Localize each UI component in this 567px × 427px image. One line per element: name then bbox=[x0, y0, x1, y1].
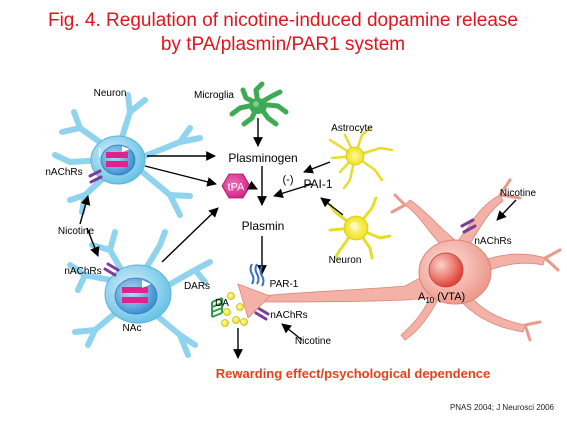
arrow-nicotine-nachrs-upper bbox=[79, 195, 91, 225]
label-nicotine-left: Nicotine bbox=[58, 226, 95, 237]
label-dars: DARs bbox=[184, 281, 210, 292]
label-inhibition: (-) bbox=[283, 174, 294, 186]
label-nac: NAc bbox=[123, 323, 142, 334]
arrows bbox=[79, 118, 517, 359]
label-pai1: PAI-1 bbox=[303, 177, 332, 191]
label-nachrs-terminal: nAChRs bbox=[270, 310, 307, 321]
dopamine-vesicles bbox=[221, 292, 248, 327]
arrow-nicotine-vta bbox=[496, 199, 517, 221]
astrocyte-cell bbox=[328, 126, 394, 190]
arrow-astrocyte-pai1 bbox=[303, 161, 331, 174]
label-plasminogen: Plasminogen bbox=[228, 151, 297, 165]
figure-title-line2: by tPA/plasmin/PAR1 system bbox=[161, 34, 405, 55]
arrow-pai1-inhibit bbox=[273, 183, 313, 199]
label-a10-vta: A10 (VTA) bbox=[418, 291, 465, 305]
arrow-neuron-pai1 bbox=[320, 197, 344, 216]
arrow-nac-plasmin bbox=[161, 207, 219, 263]
label-nachrs-left-top: nAChRs bbox=[45, 167, 82, 178]
dars-receptor-icon bbox=[211, 297, 223, 318]
label-nicotine-bottom: Nicotine bbox=[295, 336, 332, 347]
par1-receptor-icon bbox=[249, 263, 265, 287]
label-par1: PAR-1 bbox=[270, 279, 299, 290]
nachr-receptor-left-top bbox=[88, 169, 103, 184]
label-plasmin: Plasmin bbox=[242, 219, 285, 233]
label-neuron-top: Neuron bbox=[94, 88, 127, 99]
label-neuron-mid: Neuron bbox=[329, 255, 362, 266]
nachr-receptor-left-bottom bbox=[103, 262, 120, 277]
neuron-nac bbox=[67, 229, 213, 358]
microglia-cell bbox=[229, 81, 289, 127]
citation: PNAS 2004; J Neurosci 2006 bbox=[450, 403, 555, 412]
arrow-tpa-plasmin bbox=[246, 180, 258, 190]
label-da: DA bbox=[215, 298, 229, 309]
nachr-receptor-terminal bbox=[254, 306, 270, 321]
neuron-top-left bbox=[52, 92, 203, 218]
tpa-label: tPA bbox=[228, 182, 246, 194]
neuron-yellow bbox=[328, 196, 392, 260]
figure-title-line1: Fig. 4. Regulation of nicotine-induced d… bbox=[48, 10, 518, 31]
arrow-neuron-tpa bbox=[144, 165, 217, 187]
arrow-nicotine-nachrs-lower bbox=[86, 227, 100, 257]
label-astrocyte: Astrocyte bbox=[331, 123, 373, 134]
tpa-hexagon: tPA bbox=[221, 173, 251, 199]
label-microglia: Microglia bbox=[194, 90, 234, 101]
vta-neuron bbox=[261, 178, 562, 342]
nachr-receptor-vta bbox=[460, 218, 477, 234]
nerve-terminal bbox=[237, 283, 271, 319]
label-nachrs-left-bottom: nAChRs bbox=[64, 266, 101, 277]
label-nicotine-right: Nicotine bbox=[500, 188, 537, 199]
label-outcome: Rewarding effect/psychological dependenc… bbox=[216, 366, 491, 381]
arrow-nicotine-terminal bbox=[281, 323, 303, 341]
label-nachrs-right: nAChRs bbox=[474, 236, 511, 247]
